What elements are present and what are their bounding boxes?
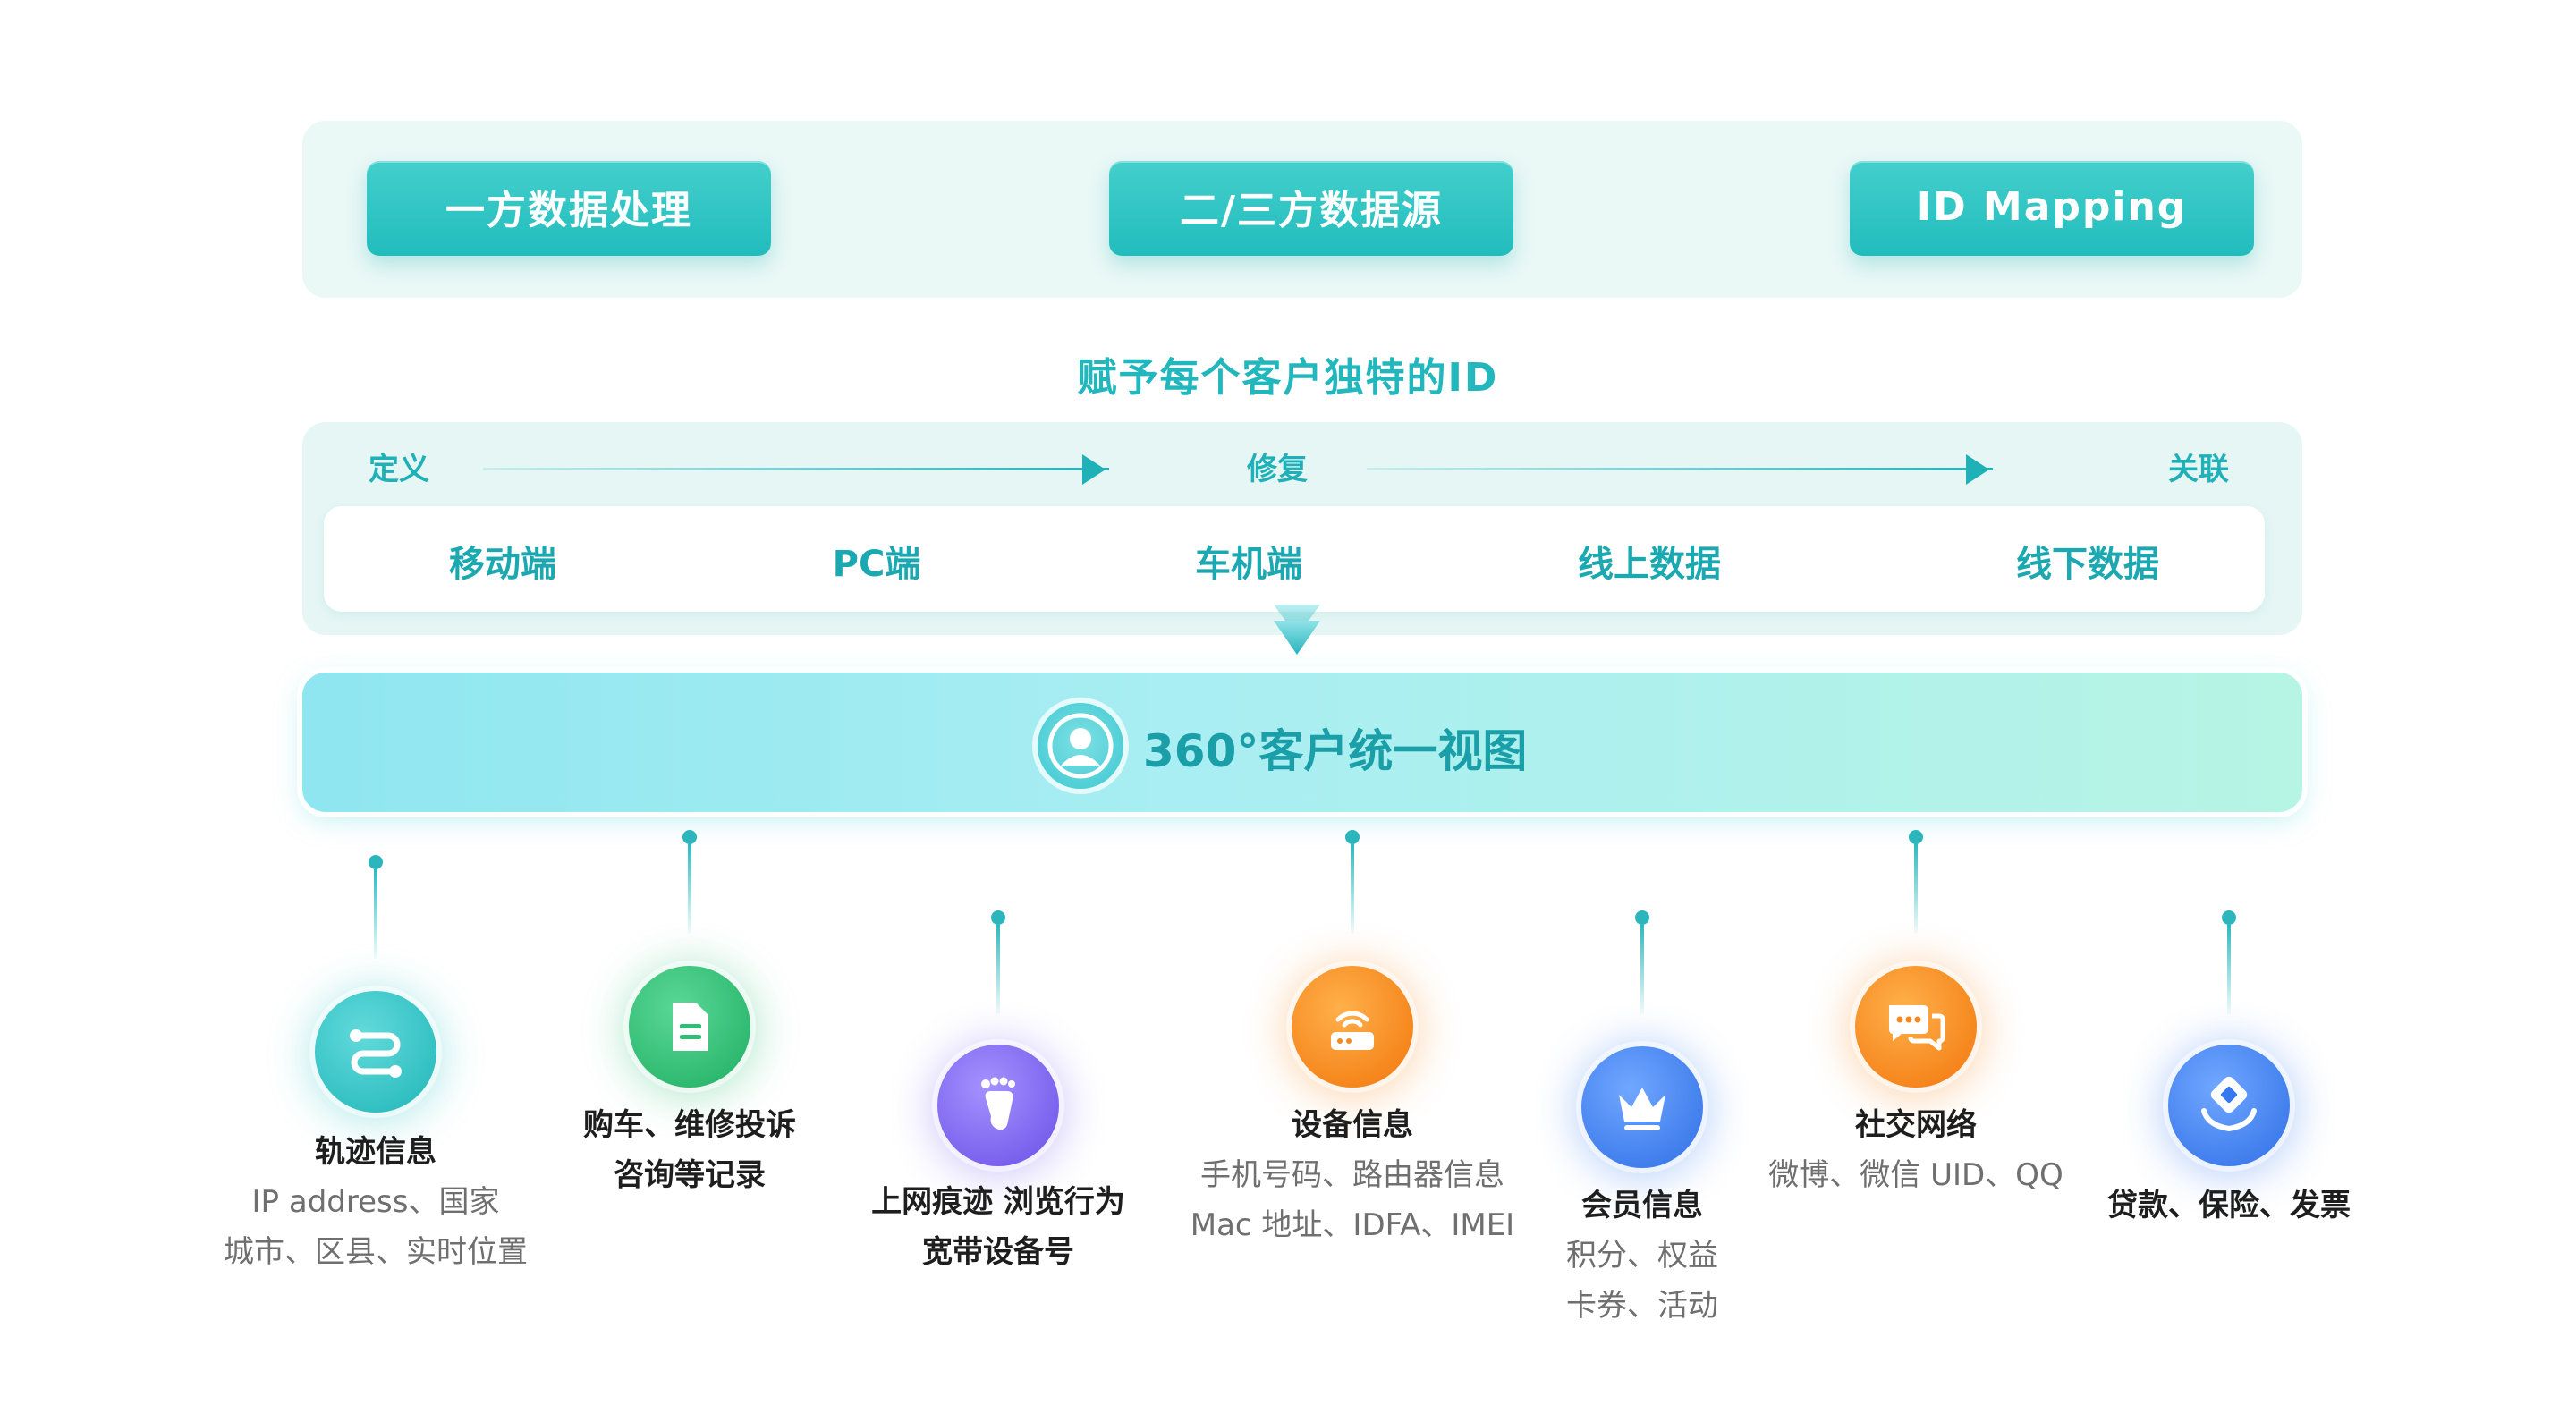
category-desc-line: 卡券、活动 — [1566, 1288, 1718, 1324]
stage-associate: 关联 — [2168, 452, 2229, 487]
stage-repair: 修复 — [1247, 452, 1308, 487]
chat-icon — [1855, 966, 1977, 1088]
stage-define: 定义 — [369, 452, 429, 487]
finance-icon — [2168, 1045, 2290, 1166]
first-party-data-button[interactable]: 一方数据处理 — [367, 161, 771, 256]
connector-line — [1351, 844, 1354, 934]
channel-online-data: 线上数据 — [1578, 544, 1721, 585]
arrow-right-icon — [1966, 454, 1989, 485]
category-desc-line: 积分、权益 — [1566, 1238, 1718, 1274]
connector-line — [996, 925, 1000, 1014]
connector-line — [688, 844, 691, 934]
connector-line — [2227, 925, 2231, 1014]
connector-dot — [1345, 830, 1360, 844]
channel-mobile: 移动端 — [449, 544, 556, 585]
category-title-trajectory: 轨迹信息 — [315, 1134, 436, 1170]
category-title-line: 上网痕迹 浏览行为 — [871, 1184, 1125, 1220]
down-arrow-icon — [1274, 605, 1320, 655]
channel-card — [324, 506, 2265, 612]
category-desc-line: Mac 地址、IDFA、IMEI — [1190, 1207, 1515, 1243]
router-icon — [1292, 966, 1413, 1088]
arrow-line — [483, 468, 1109, 470]
connector-dot — [682, 830, 697, 844]
connector-line — [1640, 925, 1644, 1014]
id-mapping-button[interactable]: ID Mapping — [1850, 161, 2254, 256]
route-icon — [315, 991, 436, 1113]
connector-dot — [1635, 910, 1649, 925]
footprint-icon — [937, 1045, 1059, 1166]
connector-dot — [991, 910, 1005, 925]
category-title-line: 宽带设备号 — [922, 1234, 1074, 1270]
second-third-party-data-button[interactable]: 二/三方数据源 — [1109, 161, 1513, 256]
channel-offline-data: 线下数据 — [2016, 544, 2159, 585]
customer-360-view-bar — [302, 673, 2302, 812]
connector-line — [1914, 844, 1918, 934]
crown-icon — [1581, 1046, 1703, 1168]
subtitle: 赋予每个客户独特的ID — [1077, 355, 1499, 401]
category-title-member: 会员信息 — [1581, 1188, 1703, 1223]
category-title-line: 购车、维修投诉 — [583, 1107, 796, 1143]
connector-dot — [1909, 830, 1923, 844]
customer-360-view-title: 360°客户统一视图 — [1143, 725, 1528, 777]
connector-dot — [2222, 910, 2236, 925]
category-title-line: 咨询等记录 — [614, 1157, 766, 1193]
channel-car: 车机端 — [1195, 544, 1302, 585]
user-circle-icon — [1038, 703, 1123, 789]
channel-pc: PC端 — [832, 544, 921, 585]
category-title-finance: 贷款、保险、发票 — [2107, 1188, 2351, 1223]
category-desc-line: 城市、区县、实时位置 — [224, 1234, 528, 1270]
category-desc-line: IP address、国家 — [251, 1184, 500, 1220]
category-title-social: 社交网络 — [1855, 1107, 1977, 1143]
connector-line — [374, 869, 377, 959]
arrow-line — [1367, 468, 1993, 470]
arrow-right-icon — [1082, 454, 1106, 485]
category-desc-line: 微博、微信 UID、QQ — [1768, 1157, 2063, 1193]
category-desc-line: 手机号码、路由器信息 — [1200, 1157, 1504, 1193]
connector-dot — [369, 855, 383, 869]
document-icon — [629, 966, 750, 1088]
category-title-device: 设备信息 — [1292, 1107, 1413, 1143]
